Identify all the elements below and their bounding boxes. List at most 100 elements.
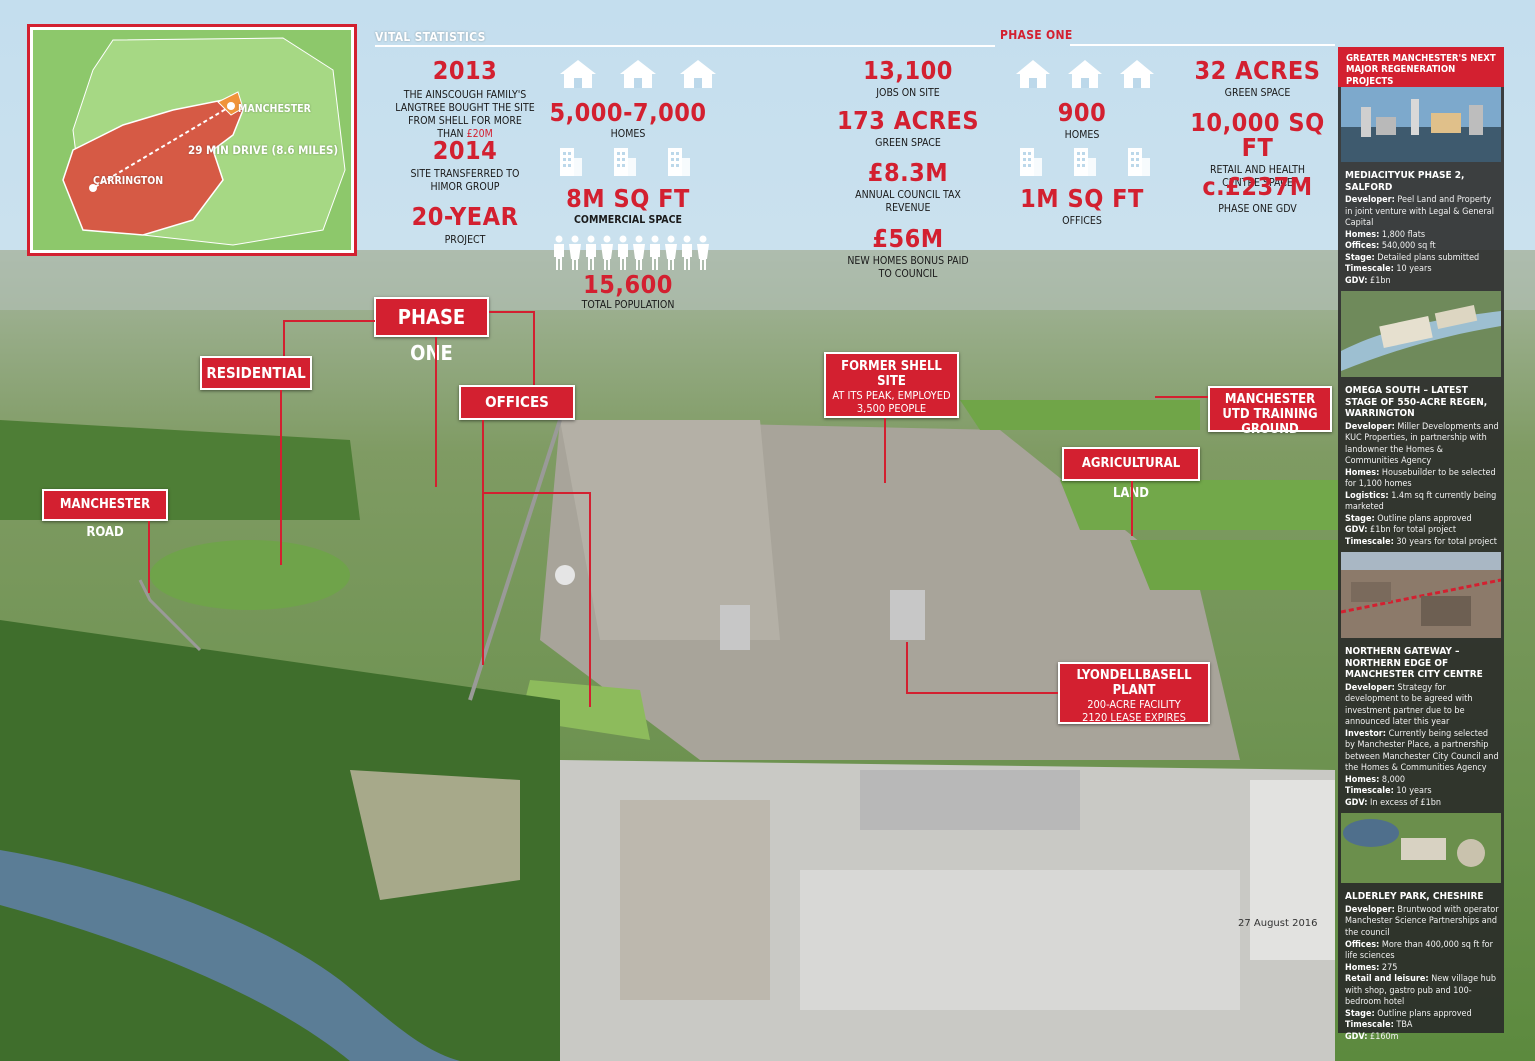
house-icon [680, 60, 716, 88]
phase-one-header: PHASE ONE [1000, 28, 1073, 42]
leader-line [884, 418, 886, 483]
house-icon [1068, 60, 1102, 88]
stat-project-text: PROJECT [444, 234, 486, 246]
label-manchester-utd: MANCHESTER UTD TRAINING GROUND [1208, 386, 1332, 437]
leader-line [906, 692, 1058, 694]
phase-building-icons [1018, 146, 1152, 178]
person-icon [682, 235, 692, 270]
stat-homes: 5,000-7,000 HOMES [548, 100, 708, 141]
project-photo-alderley-park [1341, 813, 1501, 884]
leader-line [906, 642, 908, 694]
stat-jobs: 13,100 JOBS ON SITE [838, 58, 978, 100]
project-row: Homes: 275 [1345, 962, 1398, 973]
project-row: GDV: £160m [1345, 1031, 1399, 1042]
stat-acres-value: 173 ACRES [836, 106, 980, 135]
stat-commercial-value: 8M SQ FT [566, 184, 690, 213]
project-row: Timescale: 10 years [1345, 786, 1432, 797]
project-row: Stage: Detailed plans submitted [1345, 252, 1480, 263]
stat-gdv-text: PHASE ONE GDV [1218, 203, 1297, 215]
person-icon [650, 235, 660, 270]
stat-commercial: 8M SQ FT COMMERCIAL SPACE [548, 186, 708, 227]
project-omega-south: OMEGA SOUTH – LATEST STAGE OF 550-ACRE R… [1338, 381, 1504, 552]
building-icon [668, 148, 690, 176]
homes-icons [558, 58, 718, 90]
panel-title: GREATER MANCHESTER'S NEXT MAJOR REGENERA… [1338, 47, 1504, 87]
project-title: ALDERLEY PARK, CHESHIRE [1345, 891, 1484, 903]
map-label-drive: 29 MIN DRIVE (8.6 MILES) [188, 143, 339, 157]
stat-phase-offices: 1M SQ FT OFFICES [1012, 186, 1152, 228]
lyondell-sub2: 2120 LEASE EXPIRES [1082, 710, 1186, 724]
project-title: OMEGA SOUTH – LATEST STAGE OF 550-ACRE R… [1345, 385, 1488, 420]
building-icons [558, 146, 692, 178]
person-icon [569, 235, 581, 270]
project-photo-omega-south [1341, 291, 1501, 378]
project-row: Stage: Outline plans approved [1345, 1008, 1472, 1019]
stat-commercial-text: COMMERCIAL SPACE [573, 214, 682, 226]
house-icon [560, 60, 596, 88]
map-label-manchester: MANCHESTER [238, 103, 311, 115]
project-row: Developer: Strategy for development to b… [1345, 682, 1473, 728]
project-row: Timescale: TBA [1345, 1020, 1413, 1031]
phase-one-rule [1070, 44, 1335, 46]
leader-line [1155, 396, 1208, 398]
building-icon [1020, 148, 1042, 176]
location-map: MANCHESTER CARRINGTON 29 MIN DRIVE (8.6 … [27, 24, 357, 256]
project-row: Homes: 1,800 flats [1345, 229, 1426, 240]
stat-homes-value: 5,000-7,000 [549, 98, 707, 127]
stat-acres: 173 ACRES GREEN SPACE [828, 108, 988, 150]
person-icon [633, 235, 645, 270]
leader-line [283, 320, 375, 322]
project-row: Developer: Bruntwood with operator Manch… [1345, 904, 1499, 938]
label-manchester-road: MANCHESTER ROAD [42, 489, 168, 540]
project-row: Developer: Peel Land and Property in joi… [1345, 195, 1494, 229]
stat-acres-text: GREEN SPACE [875, 137, 941, 149]
stat-retail-text: RETAIL AND HEALTH CENTRE SPACE [1209, 164, 1305, 190]
label-phase-one: PHASE ONE [374, 297, 489, 365]
leader-line [489, 311, 534, 313]
stat-phase-homes: 900 HOMES [1012, 100, 1152, 142]
person-icon [697, 235, 709, 270]
project-row: Timescale: 30 years for total project [1345, 536, 1497, 547]
project-row: GDV: £1bn [1345, 275, 1391, 286]
leader-line [280, 390, 282, 565]
stat-green: 32 ACRES GREEN SPACE [1180, 58, 1335, 100]
project-title: MEDIACITYUK PHASE 2, SALFORD [1345, 170, 1465, 193]
project-row: Offices: More than 400,000 sq ft for lif… [1345, 939, 1493, 962]
label-lyondellbasell-plant: LYONDELLBASELL PLANT 200-ACRE FACILITY 2… [1058, 662, 1210, 724]
project-row: GDV: £1bn for total project [1345, 525, 1457, 536]
leader-line [283, 320, 285, 362]
stat-project: 20-YEAR PROJECT [395, 204, 535, 247]
photo-date-stamp: 27 August 2016 [1238, 918, 1318, 929]
leader-line [533, 311, 535, 386]
regeneration-projects-panel: GREATER MANCHESTER'S NEXT MAJOR REGENERA… [1338, 47, 1504, 1042]
stat-homes-text: HOMES [610, 128, 646, 140]
stat-bonus-value: £56M [872, 224, 944, 253]
label-former-shell-site: FORMER SHELL SITE AT ITS PEAK, EMPLOYED … [824, 352, 959, 418]
house-icon [1120, 60, 1154, 88]
leader-line [482, 492, 590, 494]
project-row: Homes: Housebuilder to be selected for 1… [1345, 467, 1496, 490]
stat-green-text: GREEN SPACE [1224, 87, 1291, 99]
stat-gdv-value: c.£237M [1202, 172, 1313, 201]
project-photo-mediacity [1341, 87, 1501, 162]
lyondell-title: LYONDELLBASELL PLANT [1076, 668, 1192, 698]
leader-line [589, 492, 591, 707]
stat-tax-value: £8.3M [867, 158, 949, 187]
stat-project-value: 20-YEAR [411, 202, 519, 231]
population-icons [552, 235, 710, 271]
shell-title: FORMER SHELL SITE [841, 359, 942, 389]
vital-statistics-header: VITAL STATISTICS [375, 30, 995, 47]
stat-phase-offices-text: OFFICES [1062, 215, 1102, 227]
stat-jobs-value: 13,100 [863, 56, 953, 85]
project-row: Offices: 540,000 sq ft [1345, 241, 1436, 252]
project-row: Stage: Outline plans approved [1345, 513, 1472, 524]
building-icon [1074, 148, 1096, 176]
project-row: GDV: In excess of £1bn [1345, 797, 1441, 808]
building-icon [560, 148, 582, 176]
project-northern-gateway: NORTHERN GATEWAY – NORTHERN EDGE OF MANC… [1338, 642, 1504, 813]
leader-line [1131, 481, 1133, 536]
house-icon [620, 60, 656, 88]
stat-tax-text: ANNUAL COUNCIL TAX REVENUE [855, 189, 961, 215]
person-icon [618, 235, 628, 270]
person-icon [601, 235, 613, 270]
